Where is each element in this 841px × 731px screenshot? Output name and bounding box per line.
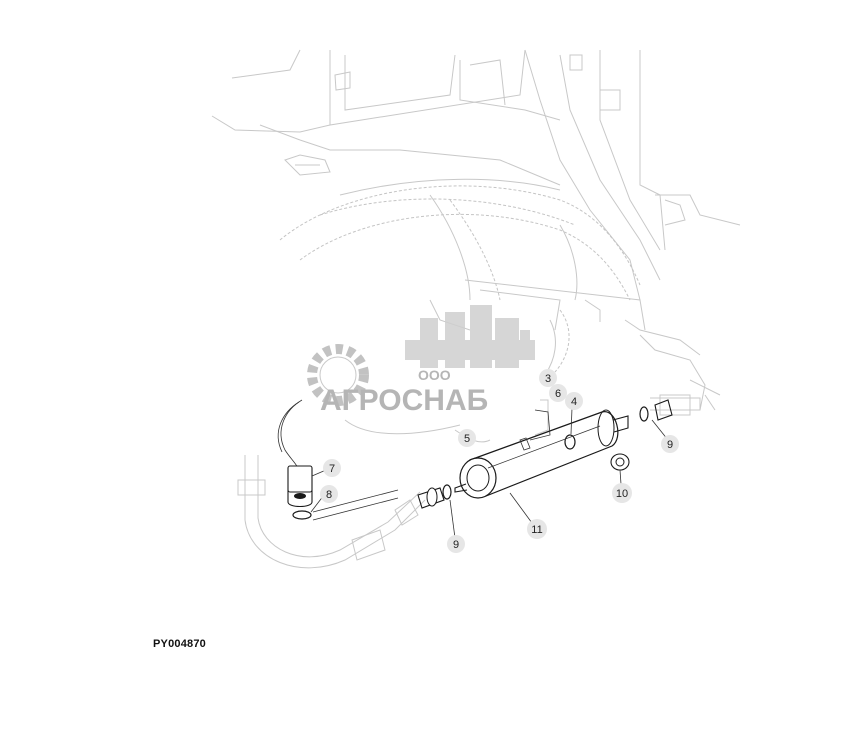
callout-5-label: 5	[464, 433, 470, 445]
callout-10-label: 10	[616, 488, 628, 500]
callout-3: 3	[539, 369, 557, 387]
o-ring-9-right	[639, 406, 649, 422]
callout-4: 4	[565, 392, 583, 410]
callout-5: 5	[458, 429, 476, 447]
gear-logo-icon	[307, 344, 369, 406]
callout-7: 7	[323, 459, 341, 477]
o-ring-4	[564, 434, 576, 450]
callouts: 3 4 5 6 7 8 9 9	[320, 369, 679, 553]
cab-background-linework	[211, 49, 741, 569]
nut-10	[610, 453, 630, 471]
leader-11	[509, 492, 533, 524]
tractor-logo-icon	[405, 305, 535, 368]
watermark: ООО АГРОСНАБ	[307, 305, 535, 417]
callout-8: 8	[320, 485, 338, 503]
callout-11-label: 11	[531, 524, 542, 536]
leader-10	[619, 469, 622, 485]
callout-10: 10	[612, 483, 632, 503]
callout-6-label: 6	[555, 388, 561, 400]
pressure-switch	[287, 465, 313, 508]
receiver-drier	[454, 409, 629, 499]
callout-3-label: 3	[545, 373, 551, 385]
callout-9-left-label: 9	[453, 539, 459, 551]
callout-7-label: 7	[329, 463, 335, 475]
callout-9-right-label: 9	[667, 439, 673, 451]
watermark-prefix: ООО	[418, 367, 451, 383]
o-ring-8	[292, 510, 312, 520]
parts-linework	[277, 399, 673, 539]
left-fitting	[417, 487, 445, 509]
watermark-company-name: АГРОСНАБ	[320, 384, 488, 417]
figure-id: PY004870	[153, 638, 206, 650]
callout-4-label: 4	[571, 396, 577, 408]
callout-9-right: 9	[661, 435, 679, 453]
callout-11: 11	[527, 519, 547, 539]
callout-6: 6	[549, 384, 567, 402]
callout-9-left: 9	[447, 535, 465, 553]
leader-9-left	[449, 499, 456, 539]
o-ring-9-left	[442, 484, 452, 500]
leader-4	[570, 407, 573, 435]
callout-8-label: 8	[326, 489, 332, 501]
switch-wire	[280, 399, 303, 469]
